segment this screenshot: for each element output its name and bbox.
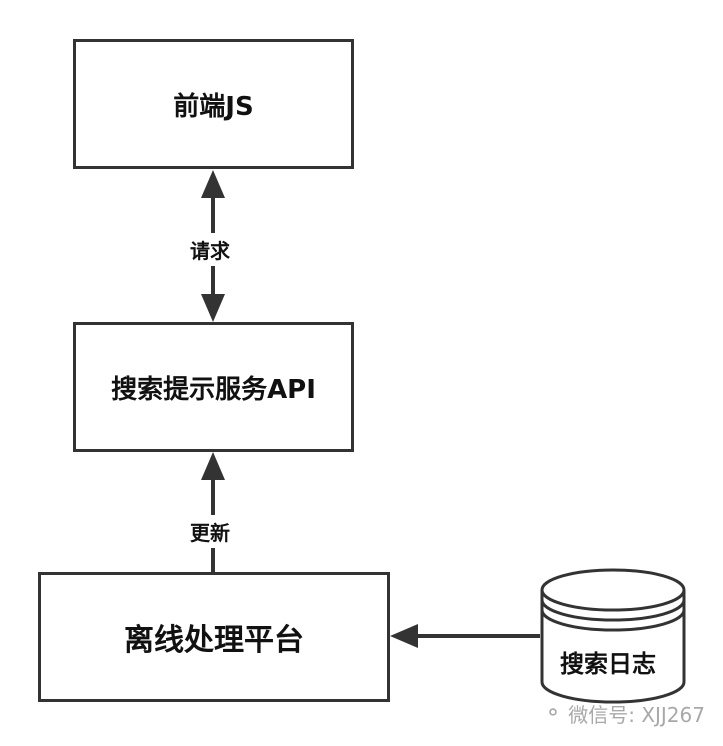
update-arrow-head [201,452,225,480]
logs-arrow-head [390,624,418,648]
offline-processing-label: 离线处理平台 [124,623,304,658]
search-log-database [540,568,686,704]
offline-processing-node: 离线处理平台 [38,572,390,702]
search-suggest-api-label: 搜索提示服务API [111,374,316,405]
request-arrow-head-down [201,294,225,322]
frontend-js-node: 前端JS [73,39,354,169]
watermark-text: 微信号: XJJ267 [568,703,705,727]
search-suggest-api-node: 搜索提示服务API [73,322,354,452]
wechat-icon: ⚬ [543,701,563,726]
search-log-label: 搜索日志 [560,650,656,678]
update-label: 更新 [186,515,234,548]
request-arrow-head-up [201,170,225,198]
request-label: 请求 [186,233,234,266]
frontend-js-label: 前端JS [173,91,254,122]
watermark: ⚬ 微信号: XJJ267 [544,699,705,728]
